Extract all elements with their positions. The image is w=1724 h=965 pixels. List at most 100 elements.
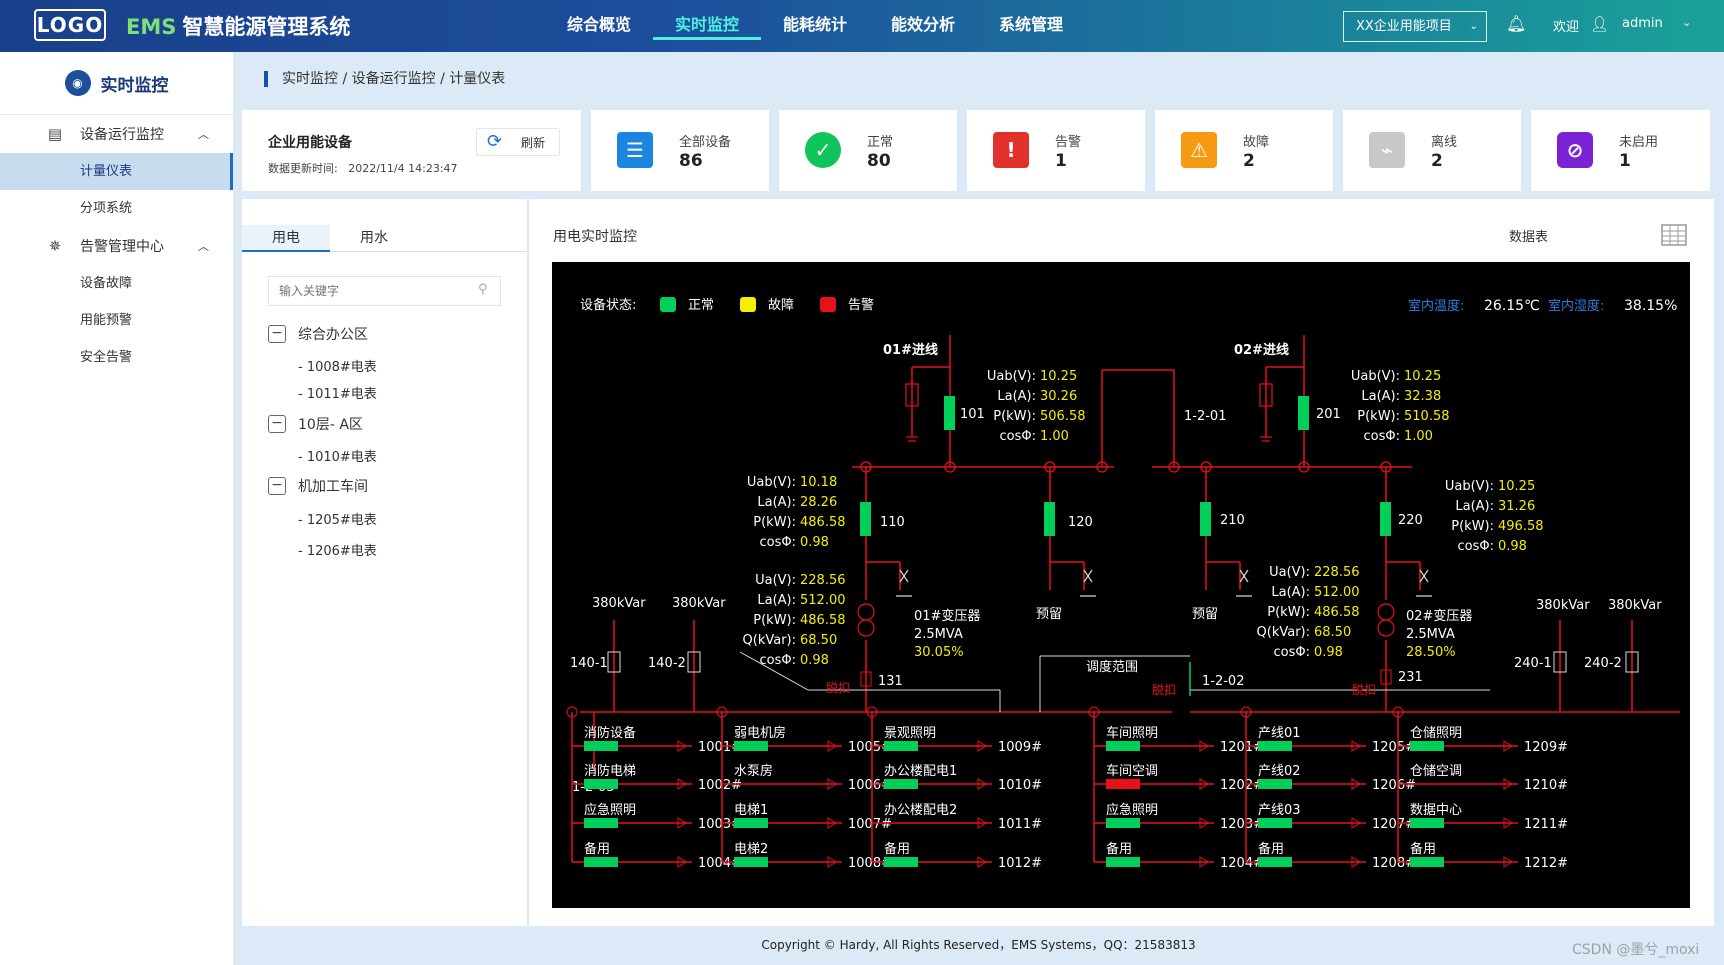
user-name[interactable]: admin [1622,16,1663,31]
nav-realtime-monitor[interactable]: 实时监控 [653,0,761,52]
circuit-code[interactable]: 1205# [1372,740,1416,755]
circuit-code[interactable]: 1211# [1524,817,1568,832]
circuit-breaker-status[interactable] [1258,741,1292,751]
tree-group-floor10[interactable]: − 10层- A区 [268,413,363,435]
circuit-breaker-status[interactable] [1258,857,1292,867]
circuit-breaker-status[interactable] [1258,818,1292,828]
breaker-210[interactable] [1200,502,1211,536]
circuit-breaker-status[interactable] [1410,857,1444,867]
circuit-breaker-status[interactable] [884,779,918,789]
tree-leaf[interactable]: - 1205#电表 [298,513,377,528]
circuit-code[interactable]: 1201# [1220,740,1264,755]
circuit-code[interactable]: 1209# [1524,740,1568,755]
nav-system-admin[interactable]: 系统管理 [998,15,1063,34]
circuit-breaker-status[interactable] [1410,818,1444,828]
sidebar-item-meters[interactable]: 计量仪表 [0,153,233,190]
tree-group-office[interactable]: − 综合办公区 [268,323,368,345]
reading-value: 0.98 [1498,539,1527,554]
reserved-label-120: 预留 [1036,607,1062,622]
tab-electricity[interactable]: 用电 [242,225,330,252]
circuit-code[interactable]: 1005# [848,740,892,755]
bell-icon[interactable]: 🔔︎ [1506,14,1527,33]
breaker-101[interactable] [944,396,955,430]
nav-energy-stats[interactable]: 能耗统计 [782,15,847,34]
tab-water[interactable]: 用水 [360,230,388,246]
circuit-code[interactable]: 1002# [698,778,742,793]
capacitor-140-2[interactable]: 380kVar 140-2 [648,596,726,673]
circuit-breaker-status[interactable] [584,741,618,751]
capacitor-240-2[interactable]: 380kVar 240-2 [1584,598,1662,673]
circuit-code[interactable]: 1212# [1524,856,1568,871]
datatable-label[interactable]: 数据表 [1509,230,1549,245]
stat-card-alarm[interactable]: ! 告警 1 [967,110,1145,191]
collapse-icon[interactable]: − [268,325,286,343]
circuit-code[interactable]: 1008# [848,856,892,871]
circuit-breaker-status[interactable] [584,857,618,867]
circuit-breaker-status[interactable] [734,857,768,867]
circuit-code[interactable]: 1006# [848,778,892,793]
circuit-code[interactable]: 1003# [698,817,742,832]
circuit-breaker-status[interactable] [1106,857,1140,867]
breaker-110[interactable] [860,502,871,536]
circuit-code[interactable]: 1001# [698,740,742,755]
circuit-code[interactable]: 1012# [998,856,1042,871]
stat-card-all[interactable]: ☰ 全部设备 86 [591,110,769,191]
capacitor-240-1[interactable]: 380kVar 240-1 [1514,598,1590,673]
circuit-breaker-status[interactable] [1410,741,1444,751]
circuit-breaker-status[interactable] [734,741,768,751]
circuit-breaker-status[interactable] [1106,818,1140,828]
search-input[interactable] [268,276,501,306]
circuit-code[interactable]: 1011# [998,817,1042,832]
table-grid-icon[interactable] [1661,224,1687,246]
refresh-button[interactable]: ⟳ 刷新 [476,128,560,156]
circuit-breaker-status[interactable] [1106,779,1140,789]
circuit-code[interactable]: 1207# [1372,817,1416,832]
nav-overview[interactable]: 综合概览 [566,15,631,34]
collapse-icon[interactable]: − [268,415,286,433]
sidebar-item-energy-warning[interactable]: 用能预警 [80,313,133,328]
stat-card-disabled[interactable]: ⊘ 未启用 1 [1531,110,1710,191]
collapse-icon[interactable]: − [268,477,286,495]
circuit-breaker-status[interactable] [1258,779,1292,789]
circuit-breaker-status[interactable] [884,741,918,751]
search-icon[interactable]: ⚲ [478,282,488,297]
circuit-code[interactable]: 1007# [848,817,892,832]
circuit-code[interactable]: 1203# [1220,817,1264,832]
circuit-code[interactable]: 1210# [1524,778,1568,793]
stat-card-offline[interactable]: ⌁ 离线 2 [1343,110,1521,191]
sidebar-item-subsystems[interactable]: 分项系统 [80,201,133,216]
breaker-120[interactable] [1044,502,1055,536]
sidebar-item-device-fault[interactable]: 设备故障 [80,276,133,291]
breaker-131[interactable] [860,671,872,687]
sidebar-group-device-monitor[interactable]: ▤ 设备运行监控 ︿ [0,115,233,153]
nav-efficiency-analysis[interactable]: 能效分析 [890,15,955,34]
circuit-code[interactable]: 1204# [1220,856,1264,871]
circuit-breaker-status[interactable] [734,818,768,828]
tree-leaf[interactable]: - 1008#电表 [298,360,377,375]
circuit-code[interactable]: 1206# [1372,778,1416,793]
sidebar-item-safety-alarm[interactable]: 安全告警 [80,350,133,365]
breaker-220[interactable] [1380,502,1391,536]
user-menu-chevron-icon[interactable]: ⌄ [1682,16,1692,29]
stat-card-normal[interactable]: ✓ 正常 80 [779,110,957,191]
tree-leaf[interactable]: - 1206#电表 [298,544,377,559]
tree-group-workshop[interactable]: − 机加工车间 [268,475,368,497]
breaker-231[interactable] [1380,669,1392,685]
circuit-breaker-status[interactable] [584,818,618,828]
circuit-breaker-status[interactable] [1106,741,1140,751]
capacitor-140-1[interactable]: 380kVar 140-1 [570,596,646,673]
circuit-code[interactable]: 1208# [1372,856,1416,871]
circuit-code[interactable]: 1009# [998,740,1042,755]
circuit-code[interactable]: 1202# [1220,778,1264,793]
stat-card-fault[interactable]: ⚠ 故障 2 [1155,110,1333,191]
circuit-code[interactable]: 1010# [998,778,1042,793]
tree-leaf[interactable]: - 1011#电表 [298,387,377,402]
breaker-201[interactable] [1298,396,1309,430]
circuit-breaker-status[interactable] [884,857,918,867]
circuit-breaker-status[interactable] [584,779,618,789]
tree-leaf[interactable]: - 1010#电表 [298,450,377,465]
sidebar: ◉ 实时监控 ▤ 设备运行监控 ︿ 计量仪表 分项系统 ✵ 告警管理中心 ︿ 设… [0,52,233,965]
circuit-code[interactable]: 1004# [698,856,742,871]
sidebar-group-alarm-center[interactable]: ✵ 告警管理中心 ︿ [0,227,233,265]
project-select[interactable]: XX企业用能项目 ⌄ [1343,11,1487,42]
